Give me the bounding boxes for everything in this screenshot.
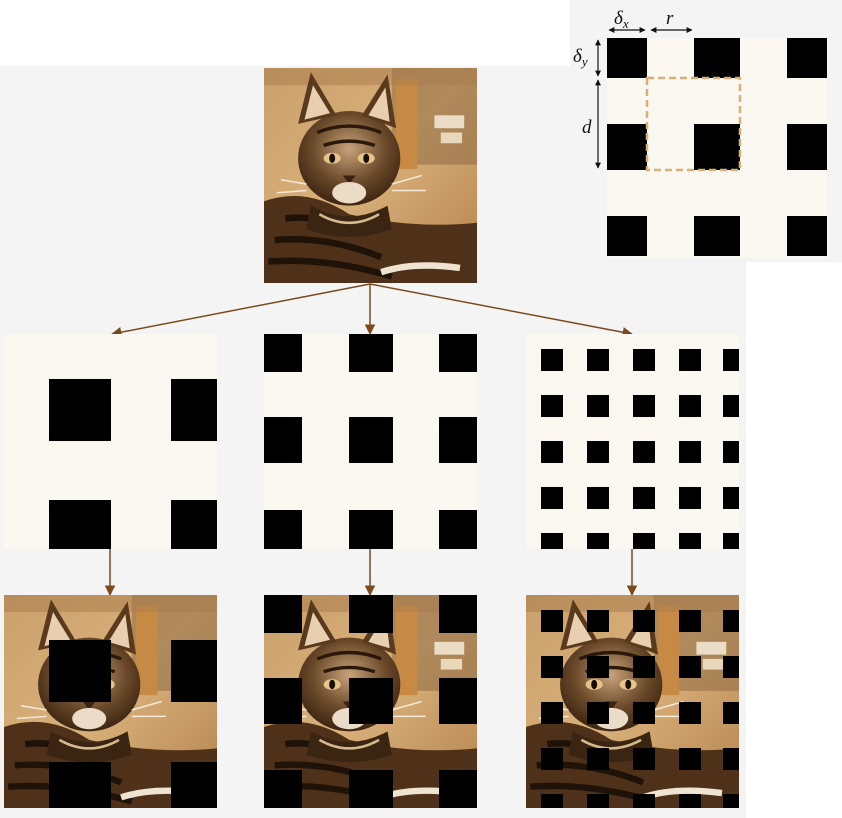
legend-block [607, 124, 647, 170]
legend-block [694, 38, 740, 78]
mask-block [541, 441, 563, 463]
legend-block [787, 38, 827, 78]
legend-block [787, 216, 827, 256]
mask-block [49, 500, 111, 549]
parameter-legend: δx r δy d [573, 8, 827, 258]
mask-block [541, 349, 563, 371]
source-cat-image [264, 68, 477, 283]
mask-block [679, 395, 701, 417]
legend-block [694, 124, 740, 170]
mask-block [439, 510, 477, 549]
label-d: d [582, 117, 592, 138]
mask-block [49, 379, 111, 441]
mask-block [264, 510, 302, 549]
mask-block [723, 349, 739, 371]
mask-block [633, 441, 655, 463]
mask-fine [526, 334, 739, 549]
mask-block [633, 395, 655, 417]
unit-cell-dashed-box [645, 76, 742, 172]
mask-block [679, 487, 701, 509]
label-delta-x: δx [614, 8, 629, 31]
mask-block [723, 487, 739, 509]
mask-coarse [4, 334, 217, 549]
legend-block [694, 216, 740, 256]
mask-block [541, 533, 563, 549]
label-delta-y: δy [573, 46, 588, 69]
mask-block [679, 533, 701, 549]
mask-block [439, 417, 477, 463]
mask-block [349, 417, 393, 463]
mask-block [723, 441, 739, 463]
mask-block [264, 417, 302, 463]
mask-block [587, 441, 609, 463]
mask-block [587, 395, 609, 417]
legend-block [787, 124, 827, 170]
split-arrows [110, 283, 634, 338]
legend-block [607, 216, 647, 256]
mask-block [349, 334, 393, 372]
masked-cat-medium [264, 595, 477, 808]
mask-block [587, 533, 609, 549]
mask-block [633, 533, 655, 549]
mask-block [349, 510, 393, 549]
mask-block [633, 487, 655, 509]
mask-block [679, 349, 701, 371]
mask-medium [264, 334, 477, 549]
mask-block [723, 395, 739, 417]
mask-block [587, 487, 609, 509]
mask-block [587, 349, 609, 371]
mask-block [679, 441, 701, 463]
arrow-to-mask-left [110, 283, 371, 338]
masked-cat-fine [526, 595, 739, 808]
mask-block [633, 349, 655, 371]
mask-block [171, 500, 217, 549]
mask-block [541, 395, 563, 417]
label-r: r [666, 8, 674, 29]
legend-block [607, 38, 647, 78]
masked-cat-coarse [4, 595, 217, 808]
apply-arrows [104, 549, 638, 597]
mask-block [264, 334, 302, 372]
mask-block [723, 533, 739, 549]
mask-block [171, 379, 217, 441]
arrow-to-mask-right [369, 283, 634, 338]
mask-block [439, 334, 477, 372]
mask-block [541, 487, 563, 509]
